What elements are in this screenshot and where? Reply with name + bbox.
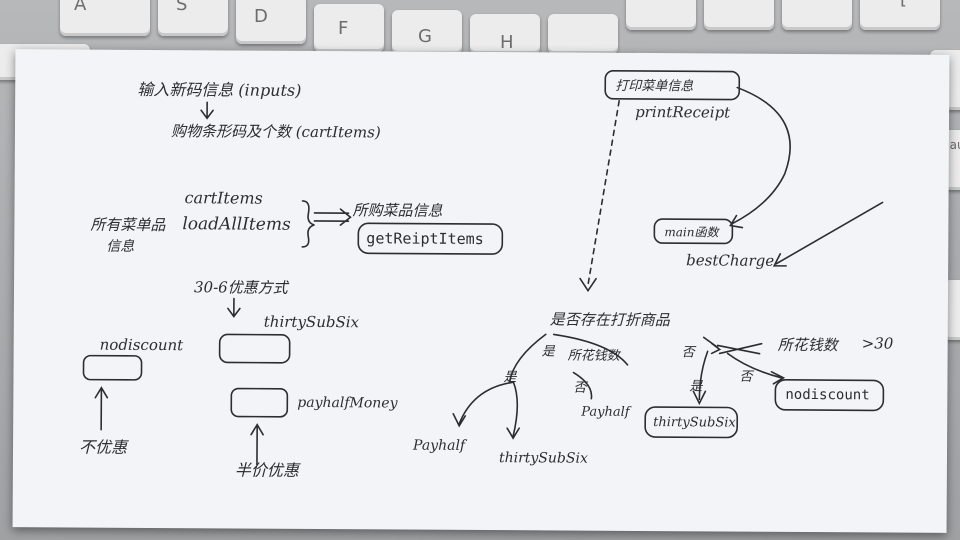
print-receipt-label: printReceipt [635, 102, 731, 122]
arrow-inputs-to-cart [200, 101, 214, 120]
all-items-label: 所有菜单品 [90, 215, 166, 235]
thirty-right-label: thirtySubSix [653, 415, 736, 431]
no-discount-right-label: nodiscount [785, 386, 870, 404]
branch-total-line [552, 333, 629, 366]
key-a: A [60, 0, 150, 36]
brace [301, 200, 315, 248]
key-a-label: A [74, 0, 87, 15]
thirty-right-box [644, 406, 739, 439]
no-label-2: 否 [573, 380, 587, 396]
key-bracket-label: [ [900, 0, 907, 9]
half-price-label: 半价优惠 [234, 460, 299, 480]
no-offer-label: 不优惠 [78, 437, 128, 457]
arrow-up-pay-half [250, 423, 264, 466]
key-bracket: [ [860, 0, 940, 30]
dashed-flow-line [587, 100, 620, 286]
get-receipt-items-box [357, 222, 504, 255]
key-f: F [314, 4, 384, 52]
arrow-to-thirty-right [692, 350, 709, 406]
key-g: G [392, 10, 462, 54]
yes-label-2: 是 [503, 370, 517, 386]
payhalf-left-label: Payhalf [413, 437, 466, 454]
cart-items-label: cartItems [184, 188, 263, 208]
payhalf-middle-label: Payhalf [581, 404, 630, 420]
key-s-label: S [176, 0, 188, 15]
arrow-to-no-discount-right [726, 352, 786, 385]
yes-label-3: 是 [689, 379, 703, 395]
load-all-items-text: loadAllItems [182, 214, 291, 235]
no-label-1: 否 [681, 345, 695, 361]
print-info-text: 打印菜单信息 [615, 78, 694, 95]
thirty-left-label: thirtySubSix [498, 450, 588, 467]
inputs-text: 输入新码信息 (inputs) [137, 79, 302, 100]
print-receipt-box [604, 70, 741, 101]
key-blank-2 [626, 0, 696, 30]
key-d-label: D [254, 6, 268, 27]
get-receipt-items-text: getReiptItems [366, 229, 484, 249]
key-right-row4 [944, 280, 960, 340]
has-discount-item-text: 是否存在打折商品 [549, 310, 670, 330]
key-g-label: G [418, 26, 432, 47]
purchased-info-text: 所购菜品信息 [352, 201, 443, 220]
thirty-sub-six-box [218, 333, 291, 364]
no-discount-label: nodiscount [99, 335, 184, 355]
key-blank-1 [548, 14, 618, 54]
arrow-print-to-main [729, 86, 791, 229]
gt30-text: >30 [861, 334, 894, 353]
pay-half-box [230, 387, 289, 418]
strikethrough [716, 342, 763, 355]
arrow-to-total [702, 336, 722, 355]
branch-no-payhalf [572, 371, 593, 400]
key-f-label: F [338, 18, 349, 39]
no-discount-box [82, 354, 143, 381]
key-p: P [782, 0, 852, 30]
cart-items-text: 购物条形码及个数 (cartItems) [170, 122, 381, 142]
no-discount-right-box [774, 379, 885, 412]
best-charge-label: bestCharge [686, 251, 775, 270]
all-items-label-2: 信息 [106, 238, 135, 255]
double-arrow-icon [313, 208, 352, 226]
thirty-sub-six-label: thirtySubSix [263, 312, 360, 332]
branch-yes-left [508, 333, 547, 383]
key-p-label: P [816, 0, 827, 5]
total-label-left: 所花钱数 [567, 348, 620, 364]
arrow-to-discount-check [579, 277, 597, 293]
no-label-3: 否 [739, 369, 753, 385]
key-h-label: H [500, 32, 514, 53]
arrow-up-no-discount [94, 386, 109, 431]
arrow-to-thirty-box [227, 297, 241, 318]
total-amount-text: 所花钱数 [777, 335, 838, 355]
note-drawing [82, 70, 885, 466]
key-blank-3 [704, 0, 774, 30]
key-h: H [470, 14, 540, 54]
arrow-to-best-charge [772, 201, 884, 267]
handwritten-note: 输入新码信息 (inputs) 购物条形码及个数 (cartItems) car… [12, 49, 950, 533]
arrow-to-payhalf-left [452, 381, 515, 428]
main-label: main函数 [664, 225, 719, 240]
key-d: D [236, 0, 306, 44]
pay-half-money-label: payhalfMoney [297, 394, 398, 412]
key-s: S [158, 0, 228, 36]
yes-label-1: 是 [541, 344, 555, 360]
promo-30-6-text: 30-6优惠方式 [193, 278, 288, 297]
main-box [653, 218, 734, 245]
arrow-to-thirty-left [506, 381, 520, 440]
